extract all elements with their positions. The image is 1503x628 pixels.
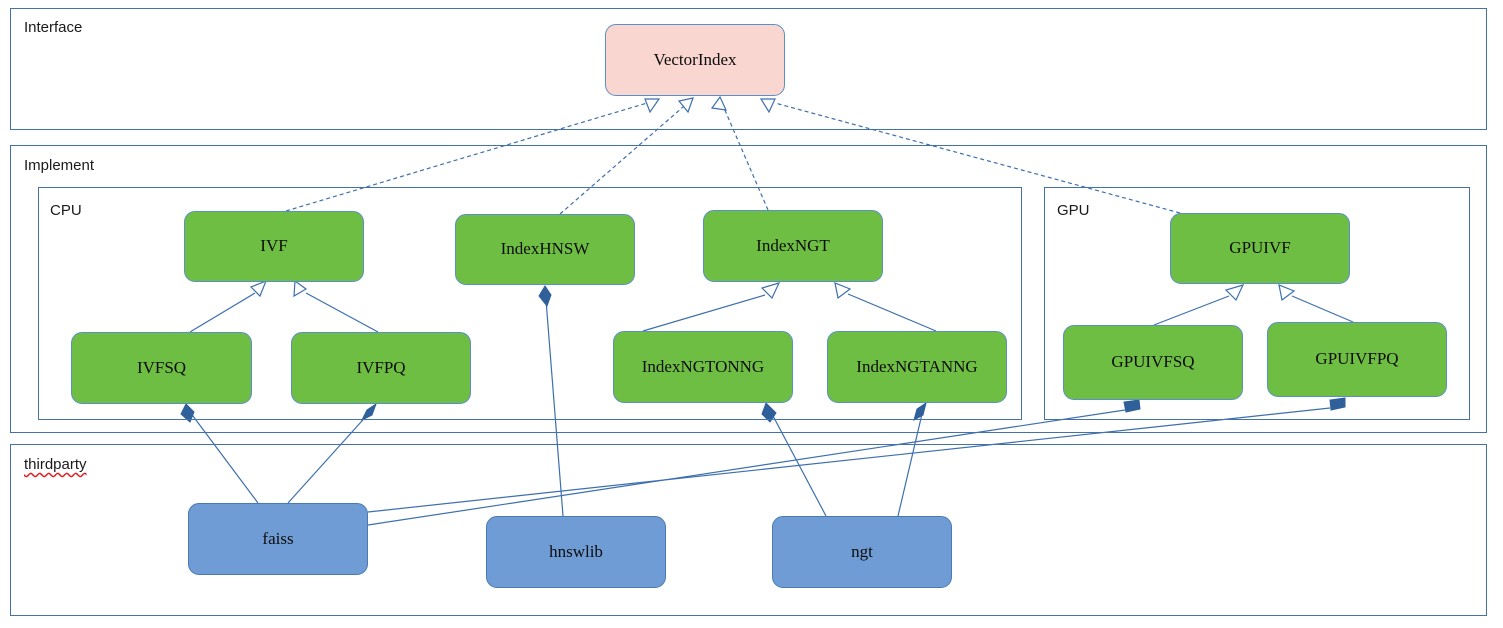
group-gpu bbox=[1044, 187, 1470, 420]
group-interface bbox=[10, 8, 1487, 130]
node-ivf[interactable]: IVF bbox=[184, 211, 364, 282]
node-gpuivfsq[interactable]: GPUIVFSQ bbox=[1063, 325, 1243, 400]
node-gpuivf[interactable]: GPUIVF bbox=[1170, 213, 1350, 284]
node-indexngt[interactable]: IndexNGT bbox=[703, 210, 883, 282]
node-faiss[interactable]: faiss bbox=[188, 503, 368, 575]
group-cpu bbox=[38, 187, 1022, 420]
node-indexngtanng[interactable]: IndexNGTANNG bbox=[827, 331, 1007, 403]
group-label-thirdparty: thirdparty bbox=[24, 456, 87, 473]
node-ivfsq[interactable]: IVFSQ bbox=[71, 332, 252, 404]
group-label-gpu: GPU bbox=[1057, 202, 1090, 219]
node-indexngtonng[interactable]: IndexNGTONNG bbox=[613, 331, 793, 403]
group-thirdparty bbox=[10, 444, 1487, 616]
node-vectorindex[interactable]: VectorIndex bbox=[605, 24, 785, 96]
group-label-implement: Implement bbox=[24, 157, 95, 174]
group-label-cpu: CPU bbox=[50, 202, 82, 219]
node-ivfpq[interactable]: IVFPQ bbox=[291, 332, 471, 404]
node-hnswlib[interactable]: hnswlib bbox=[486, 516, 666, 588]
group-label-interface: Interface bbox=[24, 19, 83, 36]
node-indexhnsw[interactable]: IndexHNSW bbox=[455, 214, 635, 285]
node-ngt[interactable]: ngt bbox=[772, 516, 952, 588]
group-implement bbox=[10, 145, 1487, 433]
node-gpuivfpq[interactable]: GPUIVFPQ bbox=[1267, 322, 1447, 397]
